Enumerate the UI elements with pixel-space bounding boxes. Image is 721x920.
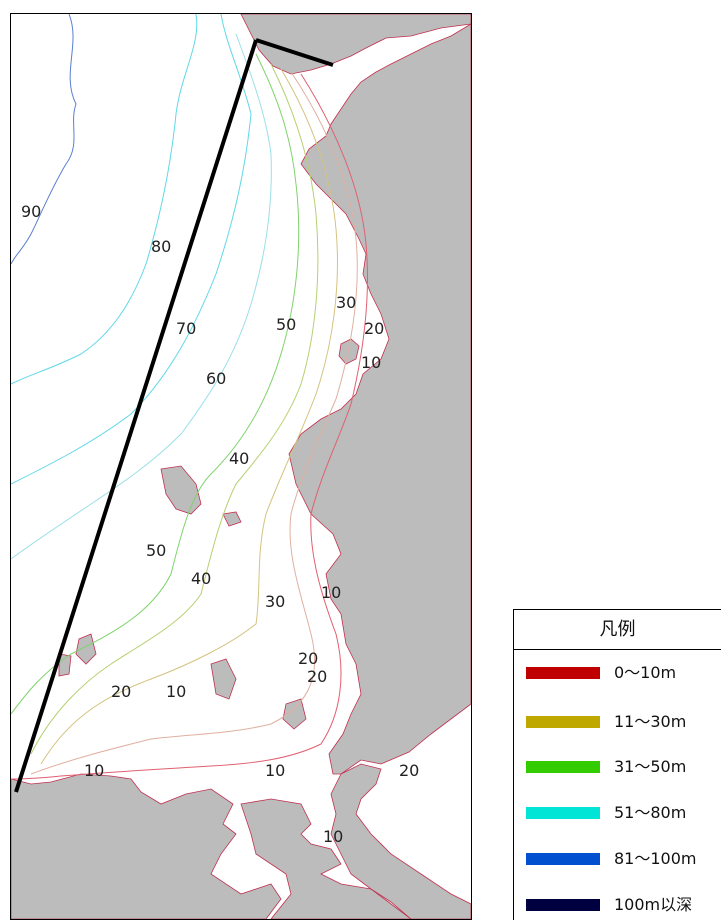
- land-areas: [11, 14, 471, 919]
- depth-label-60: 60: [206, 369, 226, 388]
- depth-label-20-island: 20: [307, 667, 327, 686]
- legend-item-11-30m: 11～30m: [514, 707, 721, 737]
- contour-80-north: [11, 14, 198, 385]
- islands: [58, 338, 360, 730]
- survey-boundary: [14, 38, 334, 793]
- depth-label-20-west: 20: [111, 682, 131, 701]
- legend-label: 11～30m: [614, 712, 687, 731]
- depth-label-20-southeast: 20: [399, 761, 419, 780]
- legend-label: 0～10m: [614, 663, 677, 682]
- island-south-west: [58, 653, 72, 677]
- depth-label-50-north: 50: [276, 315, 296, 334]
- land-port-area: [240, 798, 412, 919]
- legend-title: 凡例: [514, 610, 721, 650]
- depth-contours: [11, 14, 368, 780]
- depth-label-30-south: 30: [265, 592, 285, 611]
- contour-20: [30, 71, 358, 775]
- land-north-coast: [240, 14, 471, 75]
- contour-10: [11, 73, 368, 780]
- depth-label-10-bottom: 10: [323, 827, 343, 846]
- island-west: [75, 633, 97, 665]
- legend: 凡例 0～10m 11～30m 31～50m 51～80m 81～100m 10…: [513, 609, 721, 920]
- land-southeast: [330, 763, 471, 919]
- depth-label-20-central: 20: [298, 649, 318, 668]
- legend-item-100m-plus: 100m以深: [514, 890, 721, 920]
- depth-label-10-north: 10: [361, 353, 381, 372]
- legend-swatch-cyan: [526, 807, 600, 819]
- legend-label: 31～50m: [614, 757, 687, 776]
- contour-30: [40, 68, 338, 765]
- legend-label: 51～80m: [614, 803, 687, 822]
- contour-50: [11, 53, 300, 715]
- boundary-line-top: [255, 38, 334, 67]
- depth-label-10-south: 10: [265, 761, 285, 780]
- depth-label-40-south: 40: [191, 569, 211, 588]
- bathymetric-map: 90 80 70 60 50 50 40 40 30 30 20 10 10 2…: [10, 13, 472, 920]
- contour-40: [30, 63, 319, 755]
- depth-label-80: 80: [151, 237, 171, 256]
- boundary-line-diagonal: [14, 39, 258, 793]
- legend-item-51-80m: 51～80m: [514, 798, 721, 828]
- map-canvas: 90 80 70 60 50 50 40 40 30 30 20 10 10 2…: [11, 14, 471, 919]
- island-south-east: [282, 698, 307, 730]
- island-mid-north: [338, 338, 360, 365]
- legend-item-81-100m: 81～100m: [514, 844, 721, 874]
- contour-70: [11, 14, 252, 485]
- legend-label: 81～100m: [614, 849, 697, 868]
- legend-swatch-blue: [526, 853, 600, 865]
- depth-label-30-north: 30: [336, 293, 356, 312]
- depth-label-50-south: 50: [146, 541, 166, 560]
- depth-label-20-north: 20: [364, 319, 384, 338]
- legend-swatch-navy: [526, 899, 600, 911]
- island-small: [222, 511, 242, 527]
- contour-60: [11, 33, 272, 560]
- legend-item-0-10m: 0～10m: [514, 658, 721, 688]
- legend-swatch-green: [526, 761, 600, 773]
- depth-labels: 90 80 70 60 50 50 40 40 30 30 20 10 10 2…: [21, 202, 419, 846]
- island-central: [160, 465, 202, 515]
- depth-label-90: 90: [21, 202, 41, 221]
- depth-label-10-east: 10: [321, 583, 341, 602]
- legend-item-31-50m: 31～50m: [514, 752, 721, 782]
- island-south-central: [210, 658, 237, 700]
- land-east-coast: [288, 23, 471, 775]
- land-south-coast: [11, 773, 282, 919]
- depth-label-10-west: 10: [166, 682, 186, 701]
- depth-label-40-north: 40: [229, 449, 249, 468]
- depth-label-10-southwest: 10: [84, 761, 104, 780]
- legend-swatch-red: [526, 667, 600, 679]
- legend-swatch-yellow: [526, 716, 600, 728]
- depth-label-70: 70: [176, 319, 196, 338]
- legend-label: 100m以深: [614, 895, 693, 914]
- contour-90: [11, 14, 77, 265]
